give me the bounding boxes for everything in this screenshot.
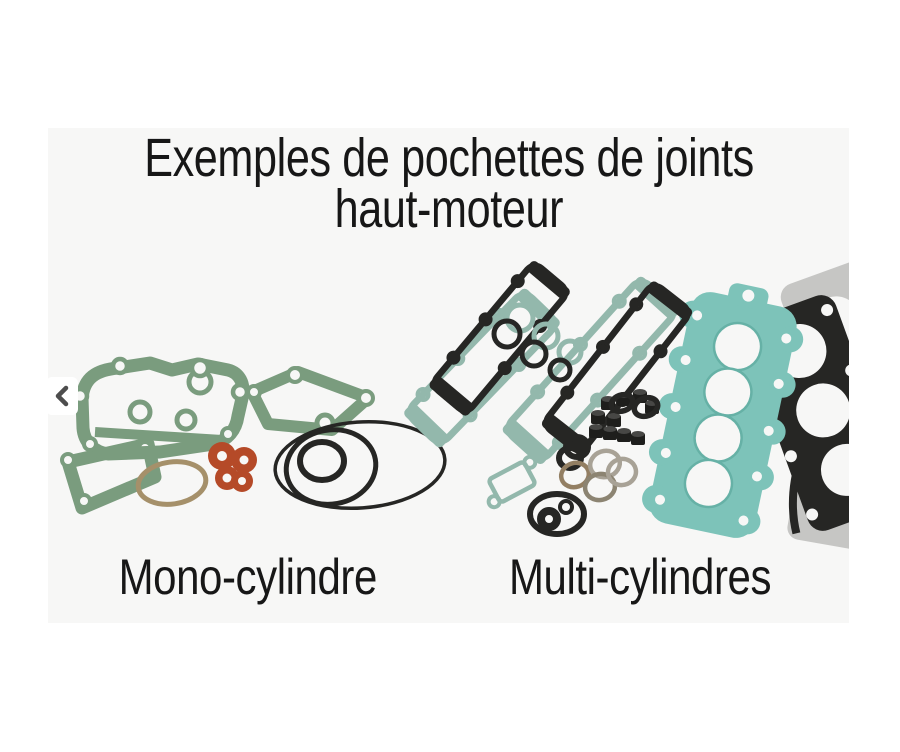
caption-mono-cylindre: Mono-cylindre xyxy=(118,549,378,605)
title-line-1: Exemples de pochettes de joints xyxy=(143,128,754,188)
carousel-prev-button[interactable] xyxy=(46,377,78,415)
caption-multi-cylindres: Multi-cylindres xyxy=(508,549,772,605)
chevron-left-icon xyxy=(55,385,69,407)
page-title: Exemples de pochettes de joints haut-mot… xyxy=(48,128,849,239)
title-line-2: haut-moteur xyxy=(334,179,563,239)
